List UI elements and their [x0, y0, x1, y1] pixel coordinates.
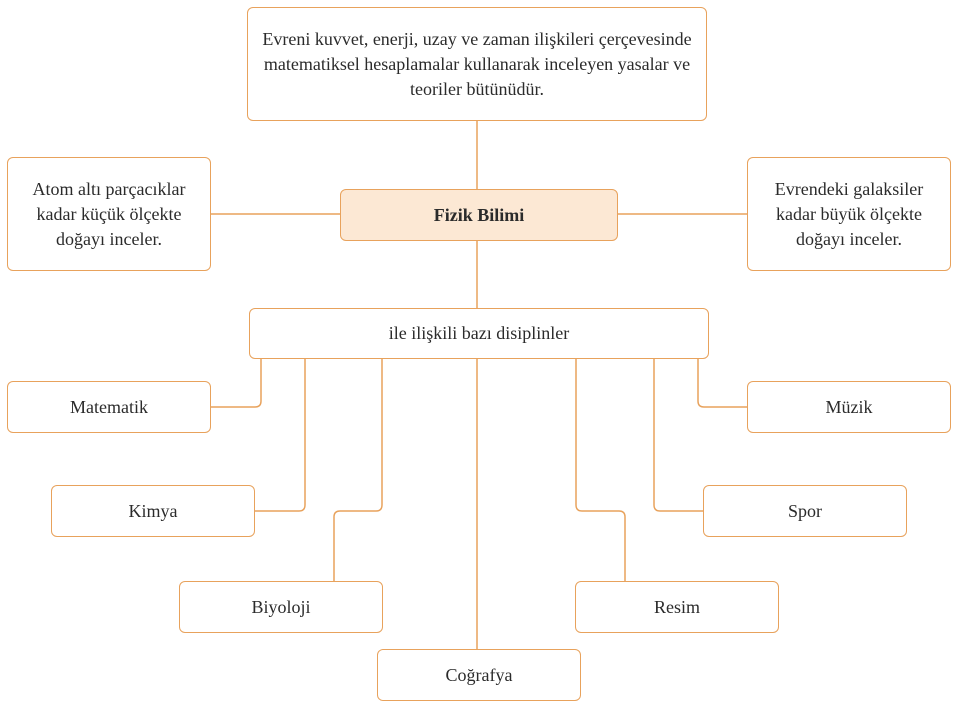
- discipline-resim: Resim: [575, 581, 779, 633]
- connector-biyoloji: [333, 359, 383, 581]
- connector-muzik: [697, 359, 747, 408]
- connector-matematik: [211, 359, 262, 408]
- large-scale-box: Evrendeki galaksiler kadar büyük ölçekte…: [747, 157, 951, 271]
- definition-box: Evreni kuvvet, enerji, uzay ve zaman ili…: [247, 7, 707, 121]
- discipline-spor: Spor: [703, 485, 907, 537]
- connector-kimya: [255, 359, 306, 512]
- small-scale-box: Atom altı parçacıklar kadar küçük ölçekt…: [7, 157, 211, 271]
- connector-resim: [575, 359, 626, 581]
- discipline-matematik: Matematik: [7, 381, 211, 433]
- discipline-cografya: Coğrafya: [377, 649, 581, 701]
- connector-spor: [653, 359, 703, 512]
- discipline-biyoloji: Biyoloji: [179, 581, 383, 633]
- center-node-fizik-bilimi: Fizik Bilimi: [340, 189, 618, 241]
- discipline-muzik: Müzik: [747, 381, 951, 433]
- disciplines-header: ile ilişkili bazı disiplinler: [249, 308, 709, 359]
- discipline-kimya: Kimya: [51, 485, 255, 537]
